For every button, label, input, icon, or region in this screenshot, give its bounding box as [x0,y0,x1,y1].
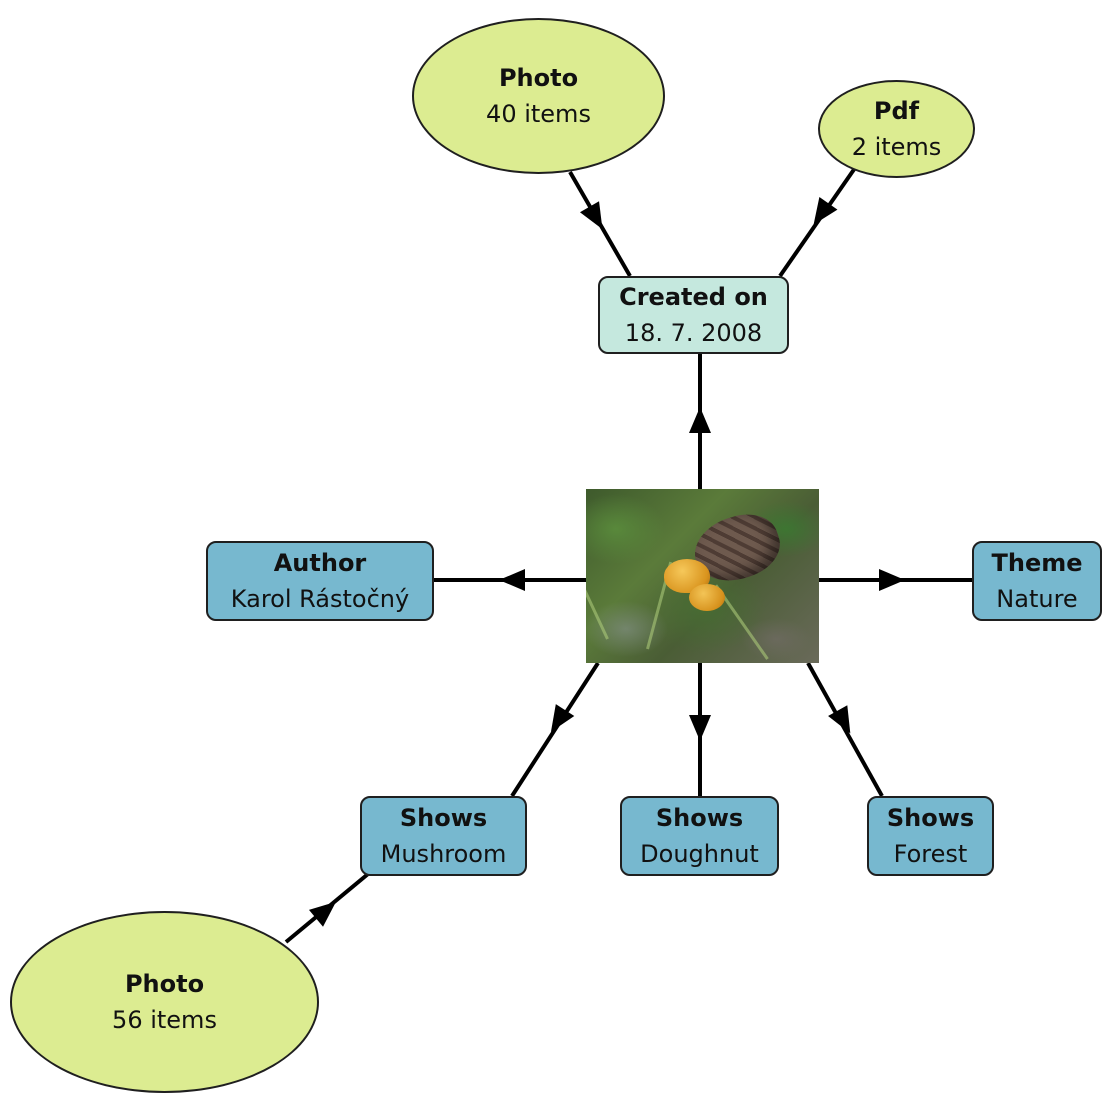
edge-pdf-to-created [778,166,857,278]
node-title: Shows [886,804,975,832]
edge-photo-to-shows-forest [806,662,884,797]
node-pdf-2-items[interactable]: Pdf 2 items [818,80,975,178]
node-title: Pdf [873,97,920,125]
arrow-head-icon [579,201,603,230]
node-value: Doughnut [640,840,759,868]
node-shows-doughnut[interactable]: Shows Doughnut [620,796,779,876]
edge-line [510,661,600,798]
node-title: Theme [991,549,1083,577]
node-title: Shows [399,804,488,832]
mushroom-cap [689,584,725,611]
node-title: Photo [124,970,205,998]
arrow-head-icon [550,704,575,732]
edge-photo-to-created [689,354,711,489]
node-value: 2 items [851,133,942,161]
node-shows-forest[interactable]: Shows Forest [867,796,994,876]
node-value: Nature [996,585,1078,613]
node-title: Author [273,549,367,577]
center-photo-thumbnail[interactable] [586,489,819,663]
node-title: Photo [498,64,579,92]
node-author[interactable]: Author Karol Rástočný [206,541,434,621]
node-photo-56-items[interactable]: Photo 56 items [10,911,319,1093]
node-value: Forest [893,840,968,868]
arrow-head-icon [308,901,337,927]
arrow-head-icon [689,715,711,741]
node-value: Mushroom [380,840,507,868]
arrow-head-icon [499,569,525,591]
node-value: Karol Rástočný [230,585,410,613]
node-title: Created on [619,283,768,311]
node-theme[interactable]: Theme Nature [972,541,1102,621]
edge-photo40-to-created [568,171,632,277]
arrow-head-icon [828,705,851,734]
edge-photo-to-shows-mushroom [510,661,600,798]
edge-line [806,662,884,797]
node-photo-40-items[interactable]: Photo 40 items [412,18,665,174]
node-value: 56 items [112,1006,217,1034]
node-shows-mushroom[interactable]: Shows Mushroom [360,796,527,876]
node-title: Shows [655,804,744,832]
edge-photo-to-author [434,569,586,591]
node-created-on[interactable]: Created on 18. 7. 2008 [598,276,789,354]
arrow-head-icon [879,569,905,591]
edge-photo-to-shows-doughnut [689,663,711,796]
edge-photo-to-theme [819,569,972,591]
edge-photo56-to-shows-mushroom [284,872,370,944]
arrow-head-icon [813,197,838,225]
arrow-head-icon [689,407,711,433]
node-value: 40 items [486,100,591,128]
node-value: 18. 7. 2008 [624,319,763,347]
